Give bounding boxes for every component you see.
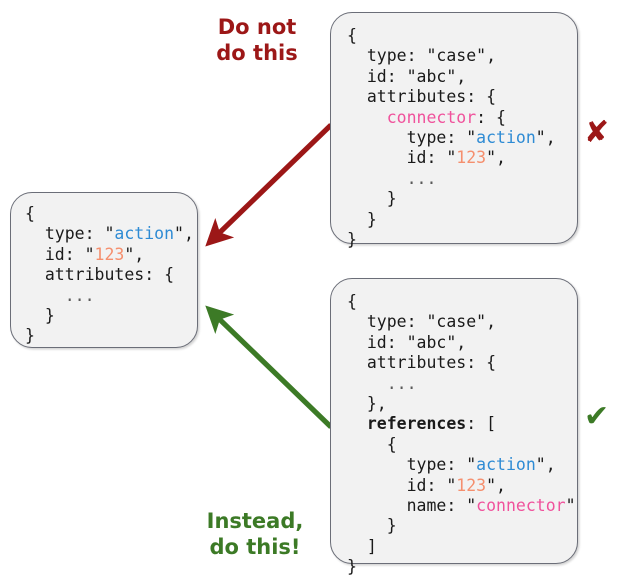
code-line: { xyxy=(347,26,357,45)
code-line: ... xyxy=(347,168,437,188)
code-good-example: { type: "case", id: "abc", attributes: {… xyxy=(347,292,576,576)
code-line: ] xyxy=(347,536,377,556)
code-box-action-object: { type: "action", id: "123", attributes:… xyxy=(10,192,198,348)
code-line: id: xyxy=(25,244,85,264)
code-box-bad-example: { type: "case", id: "abc", attributes: {… xyxy=(330,12,578,249)
code-action-object: { type: "action", id: "123", attributes:… xyxy=(25,204,194,346)
code-line: } xyxy=(25,326,35,346)
code-line: ... xyxy=(347,373,417,393)
code-line: type: xyxy=(347,455,467,475)
code-line: { xyxy=(347,434,397,454)
code-line: } xyxy=(347,557,357,576)
code-line: { xyxy=(25,204,35,223)
code-line: } xyxy=(347,189,397,209)
code-line: connector xyxy=(347,107,477,127)
code-line: id: xyxy=(347,66,407,86)
code-line: type: xyxy=(347,46,427,66)
code-line: attributes: { xyxy=(347,353,497,373)
arrow-good xyxy=(205,305,333,429)
code-line: type: xyxy=(347,128,467,148)
code-box-good-example: { type: "case", id: "abc", attributes: {… xyxy=(330,278,578,576)
code-line: id: xyxy=(347,148,447,168)
code-line: } xyxy=(347,516,397,536)
code-line: ... xyxy=(25,285,95,305)
code-line: } xyxy=(347,209,377,229)
check-icon: ✔ xyxy=(584,399,610,434)
label-do-not-do-this: Do not do this xyxy=(216,15,298,65)
code-line: { xyxy=(347,292,357,311)
code-bad-example: { type: "case", id: "abc", attributes: {… xyxy=(347,26,556,250)
code-line: } xyxy=(25,306,55,326)
code-line: attributes: { xyxy=(347,87,497,107)
code-line: }, xyxy=(347,394,387,414)
code-line: name: xyxy=(347,496,467,516)
code-line: type: xyxy=(347,312,427,332)
label-instead-do-this: Instead, do this! xyxy=(206,509,304,559)
code-line: type: xyxy=(25,224,105,244)
code-line: references xyxy=(347,414,467,434)
code-line: attributes: { xyxy=(25,265,175,285)
cross-icon: ✘ xyxy=(584,115,610,150)
code-line: id: xyxy=(347,475,447,495)
code-line: id: xyxy=(347,332,407,352)
arrow-bad xyxy=(205,123,333,247)
code-line: } xyxy=(347,230,357,250)
